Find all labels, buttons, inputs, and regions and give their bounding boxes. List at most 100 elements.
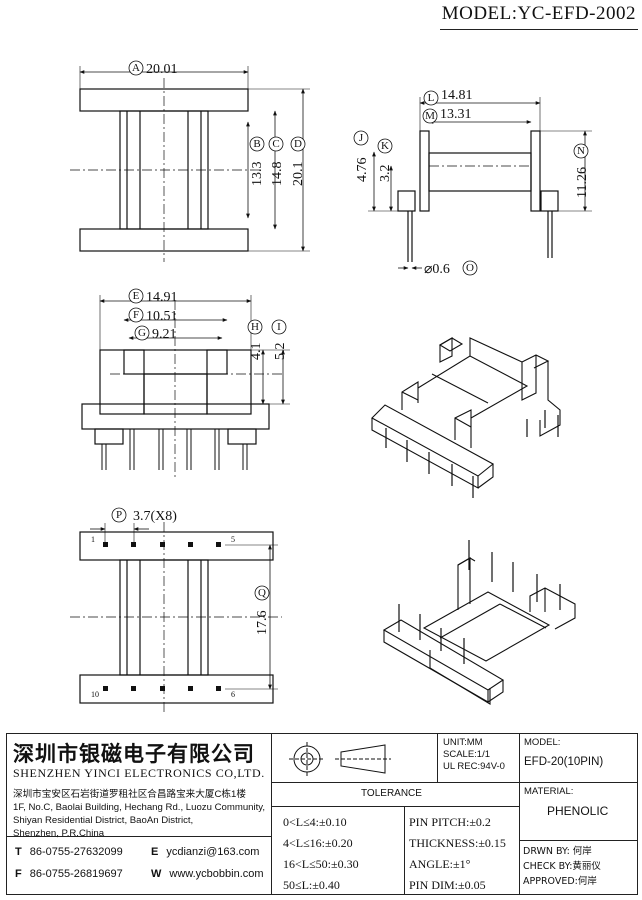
- dim-c: 14.8: [270, 162, 285, 187]
- letter-g-bubble: [134, 325, 150, 341]
- letter-l-bubble: [423, 90, 439, 106]
- email-value[interactable]: ycdianzi@163.com: [166, 846, 260, 858]
- scale-value: SCALE:1/1: [443, 749, 490, 760]
- web-value[interactable]: www.ycbobbin.com: [169, 868, 264, 880]
- letter-a: A: [132, 62, 140, 74]
- dim-e: 14.91: [146, 290, 178, 305]
- unit-value: UNIT:MM: [443, 737, 483, 748]
- front-base: [81, 403, 270, 430]
- address-line-1: 深圳市宝安区石岩街道罗租社区合昌路宝来大厦C栋1楼: [13, 789, 246, 800]
- dim-p: 3.7(X8): [133, 509, 177, 524]
- letter-h: H: [251, 321, 259, 333]
- dim-k: 3.2: [378, 165, 393, 183]
- letter-p: P: [116, 509, 122, 521]
- side-view: [368, 97, 592, 270]
- letter-j-bubble: [353, 130, 369, 146]
- address-line-4: Shenzhen, P.R.China: [13, 828, 105, 839]
- dim-a: 20.01: [146, 62, 178, 77]
- tolerance-left: 0<L≤4:±0.10 4<L≤16:±0.20 16<L≤50:±0.30 5…: [283, 812, 359, 896]
- model-value: EFD-20(10PIN): [524, 756, 604, 768]
- tolerance-left-1: 0<L≤4:±0.10: [283, 815, 347, 829]
- checked-by: CHECK BY:黄丽仪: [523, 861, 601, 872]
- company-name-en: SHENZHEN YINCI ELECTRONICS CO,LTD.: [13, 766, 265, 780]
- letter-h-bubble: [247, 319, 263, 335]
- letter-m: M: [425, 110, 435, 122]
- letter-b-bubble: [249, 136, 265, 152]
- letter-q: Q: [258, 587, 266, 599]
- letter-m-bubble: [422, 108, 438, 124]
- letter-c: C: [272, 138, 279, 150]
- dim-q: 17.6: [255, 611, 270, 636]
- letter-k: K: [381, 140, 389, 152]
- dim-g: 9.21: [152, 327, 177, 342]
- tolerance-right-2: THICKNESS:±0.15: [409, 836, 506, 850]
- letter-e: E: [133, 290, 140, 302]
- tolerance-right-3: ANGLE:±1°: [409, 857, 471, 871]
- dim-d: 20.1: [291, 162, 306, 187]
- isometric-view-bottom: [382, 540, 576, 705]
- dim-m: 13.31: [440, 107, 472, 122]
- dim-l: 14.81: [441, 88, 473, 103]
- company-name-cn: 深圳市银磁电子有限公司: [13, 742, 255, 766]
- dim-f: 10.51: [146, 309, 178, 324]
- top-view: [70, 66, 310, 262]
- dim-n: 11.26: [575, 167, 590, 198]
- dim-b: 13.3: [250, 162, 265, 187]
- letter-f: F: [133, 309, 139, 321]
- projection-symbol-icon: [289, 742, 391, 776]
- title-underline: [440, 29, 638, 30]
- letter-a-bubble: [128, 60, 144, 76]
- dim-o: ⌀0.6: [424, 262, 450, 277]
- technical-drawing: A B C D E F G H I J K L M N O P Q 20.01 …: [70, 60, 592, 712]
- letter-i-bubble: [271, 319, 287, 335]
- side-flange-right-base: [540, 190, 559, 212]
- ul-value: UL REC:94V-0: [443, 761, 505, 772]
- tolerance-left-3: 16<L≤50:±0.30: [283, 857, 359, 871]
- letter-q-bubble: [254, 585, 270, 601]
- tolerance-right-1: PIN PITCH:±0.2: [409, 815, 491, 829]
- tolerance-left-2: 4<L≤16:±0.20: [283, 836, 353, 850]
- side-core: [428, 152, 532, 192]
- pin-holes: [103, 542, 221, 691]
- material-value: PHENOLIC: [547, 804, 609, 818]
- tel-key: T: [15, 846, 22, 858]
- letter-f-bubble: [128, 307, 144, 323]
- company-address: 深圳市宝安区石岩街道罗租社区合昌路宝来大厦C栋1楼 1F, No.C, Baol…: [13, 788, 265, 840]
- letter-i: I: [277, 321, 281, 333]
- dim-i: 5.2: [273, 343, 288, 361]
- web-key: W: [151, 868, 162, 880]
- dim-h: 4.1: [249, 343, 264, 361]
- letter-g: G: [138, 327, 146, 339]
- pin-label-6: 6: [231, 690, 235, 699]
- drawn-by: DRWN BY: 何岸: [523, 846, 592, 857]
- letter-j: J: [359, 132, 364, 144]
- model-label: MODEL:: [524, 737, 561, 748]
- letter-d: D: [294, 138, 302, 150]
- bottom-view: [70, 522, 282, 712]
- letter-b: B: [253, 138, 260, 150]
- letter-l: L: [428, 92, 435, 104]
- letter-n: N: [577, 145, 585, 157]
- address-line-2: 1F, No.C, Baolai Building, Hechang Rd., …: [13, 802, 266, 813]
- title-block: 深圳市银磁电子有限公司 SHENZHEN YINCI ELECTRONICS C…: [6, 733, 638, 895]
- fax-key: F: [15, 868, 22, 880]
- letter-o-bubble: [462, 260, 478, 276]
- pin-label-10: 10: [91, 690, 99, 699]
- letter-d-bubble: [290, 136, 306, 152]
- tolerance-right-4: PIN DIM:±0.05: [409, 878, 486, 892]
- letter-e-bubble: [128, 288, 144, 304]
- tolerance-left-4: 50≤L:±0.40: [283, 878, 340, 892]
- material-label: MATERIAL:: [524, 786, 574, 797]
- letter-k-bubble: [377, 138, 393, 154]
- side-flange-left-base: [397, 190, 416, 212]
- letter-p-bubble: [111, 507, 127, 523]
- tolerance-title: TOLERANCE: [361, 788, 422, 799]
- tolerance-right: PIN PITCH:±0.2 THICKNESS:±0.15 ANGLE:±1°…: [409, 812, 506, 896]
- signoff: DRWN BY: 何岸 CHECK BY:黄丽仪 APPROVED:何岸: [523, 844, 601, 889]
- letter-n-bubble: [573, 143, 589, 159]
- front-view: [81, 295, 290, 480]
- tel-value: 86-0755-27632099: [29, 846, 123, 858]
- tel-row: T 86-0755-27632099: [15, 846, 123, 858]
